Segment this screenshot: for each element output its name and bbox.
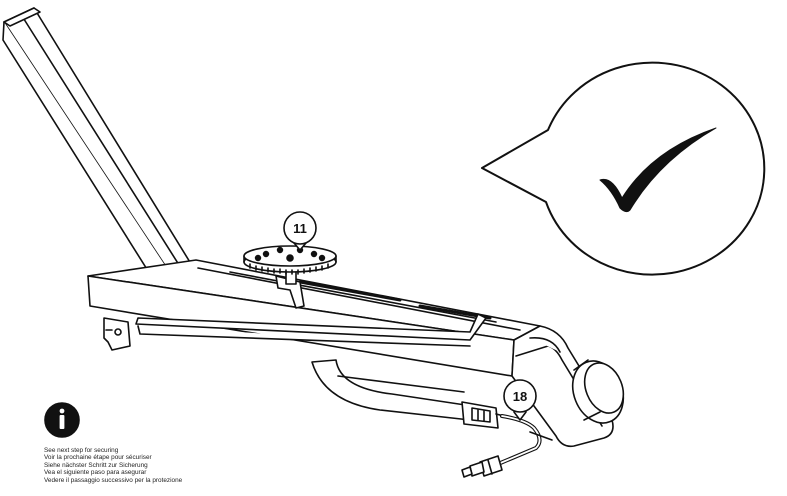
callout-11: 11 xyxy=(283,211,317,251)
confirmation-bubble xyxy=(481,61,766,276)
info-line: Voir la prochaine étape pour sécuriser xyxy=(44,454,152,462)
main-frame-beam xyxy=(87,259,541,377)
mounting-bracket xyxy=(103,317,131,351)
callout-18: 18 xyxy=(503,379,537,421)
info-line: Siehe nächster Schritt zur Sicherung xyxy=(44,461,148,469)
upright-post xyxy=(2,7,197,291)
front-wheel xyxy=(571,359,625,424)
sensor-housing xyxy=(461,401,513,429)
rear-tube xyxy=(311,359,473,421)
info-line: Vea el siguiente paso para asegurar xyxy=(44,469,147,477)
sensor-cable xyxy=(461,414,553,478)
callout-11-label: 11 xyxy=(293,221,307,236)
callout-18-label: 18 xyxy=(513,389,527,404)
info-line: See next step for securing xyxy=(44,447,119,454)
knob-assembly xyxy=(243,245,337,309)
info-icon xyxy=(44,402,80,438)
checkmark-icon xyxy=(599,127,717,213)
info-text-block: See next step for securing Voir la proch… xyxy=(44,447,304,484)
info-line: Vedere il passaggio successivo per la pr… xyxy=(44,476,183,484)
